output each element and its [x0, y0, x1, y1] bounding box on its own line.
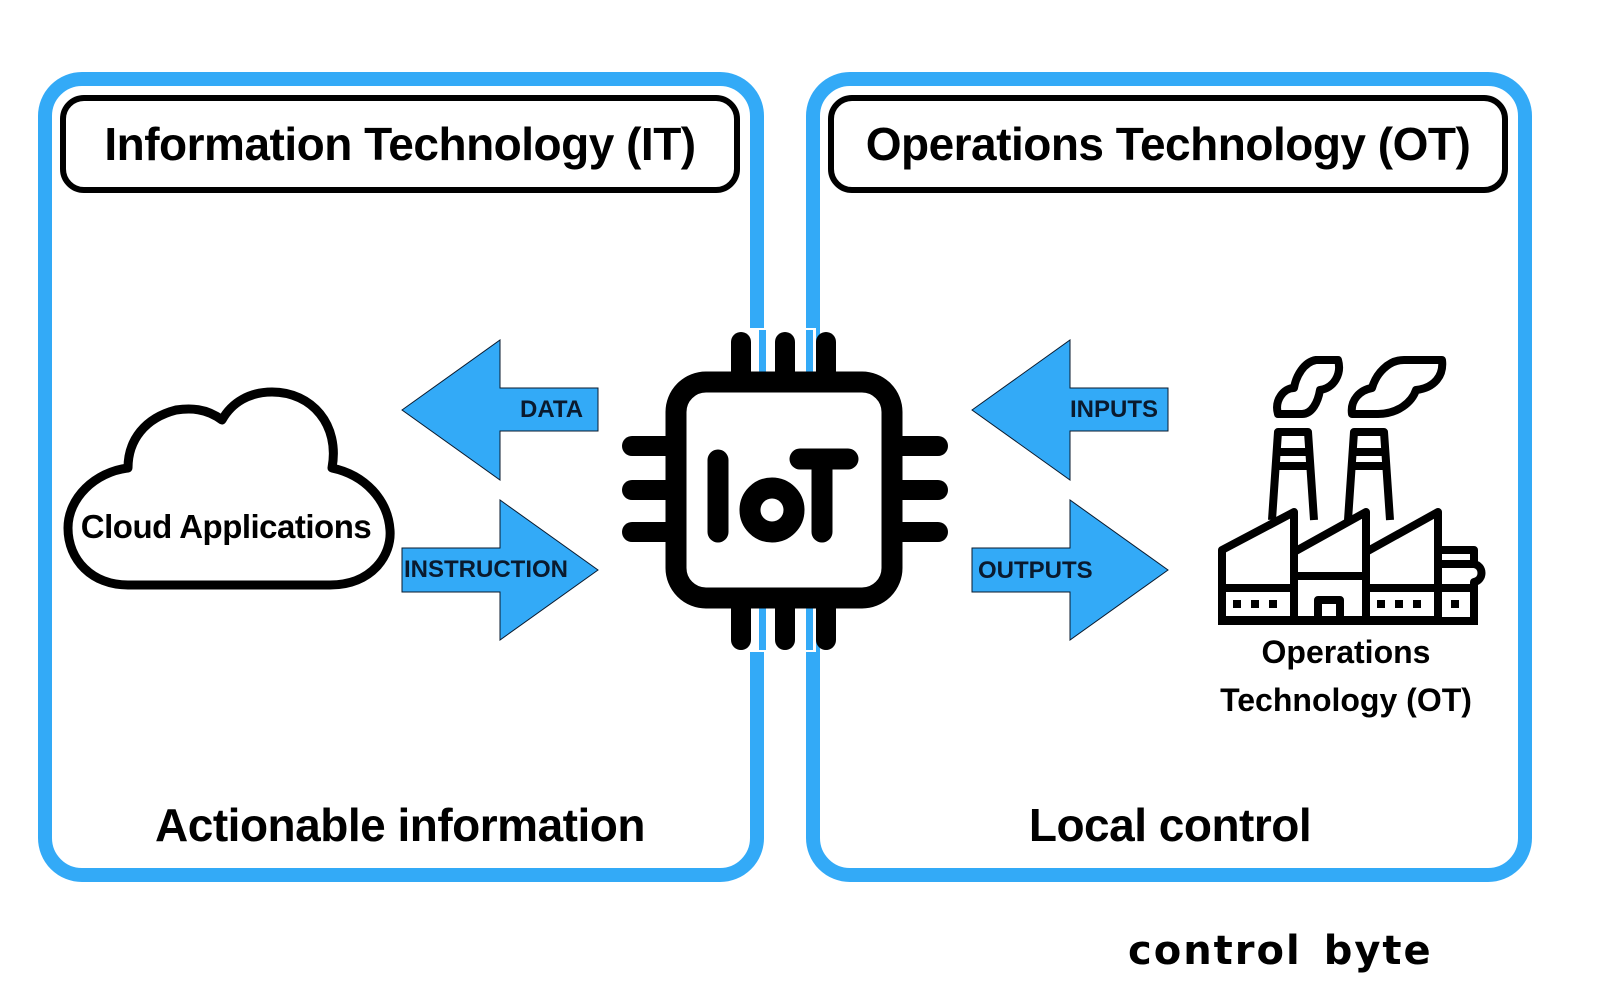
factory-label-line2: Technology (OT) [1220, 682, 1472, 718]
inputs-arrow-label: INPUTS [1070, 396, 1159, 423]
ot-panel-title: Operations Technology (OT) [828, 95, 1508, 193]
cloud-icon [63, 387, 395, 590]
ot-title-text: Operations Technology (OT) [865, 118, 1471, 170]
controlbyte-logo: control byte [1128, 928, 1433, 974]
data-arrow [401, 339, 599, 481]
microchip-icon [622, 328, 948, 652]
instruction-arrow-label: INSTRUCTION [404, 556, 568, 583]
instruction-arrow [401, 499, 599, 641]
cloud-applications-label: Cloud Applications [80, 508, 372, 545]
ot-footer-label: Local control [1028, 799, 1312, 851]
brand-part1: control [1128, 928, 1302, 974]
inputs-arrow [971, 339, 1169, 481]
it-title-text: Information Technology (IT) [104, 118, 696, 170]
it-footer-label: Actionable information [155, 799, 645, 851]
brand-part2: byte [1323, 928, 1433, 974]
data-arrow-label: DATA [520, 396, 584, 423]
outputs-arrow-label: OUTPUTS [978, 557, 1093, 584]
factory-windows [1233, 600, 1459, 608]
factory-label-line1: Operations [1261, 634, 1431, 670]
factory-icon [1218, 356, 1486, 625]
operations-technology-label: Operations Technology (OT) [1196, 628, 1496, 724]
it-panel-title: Information Technology (IT) [60, 95, 740, 193]
outputs-arrow [971, 499, 1169, 641]
ot-panel [806, 72, 1532, 882]
